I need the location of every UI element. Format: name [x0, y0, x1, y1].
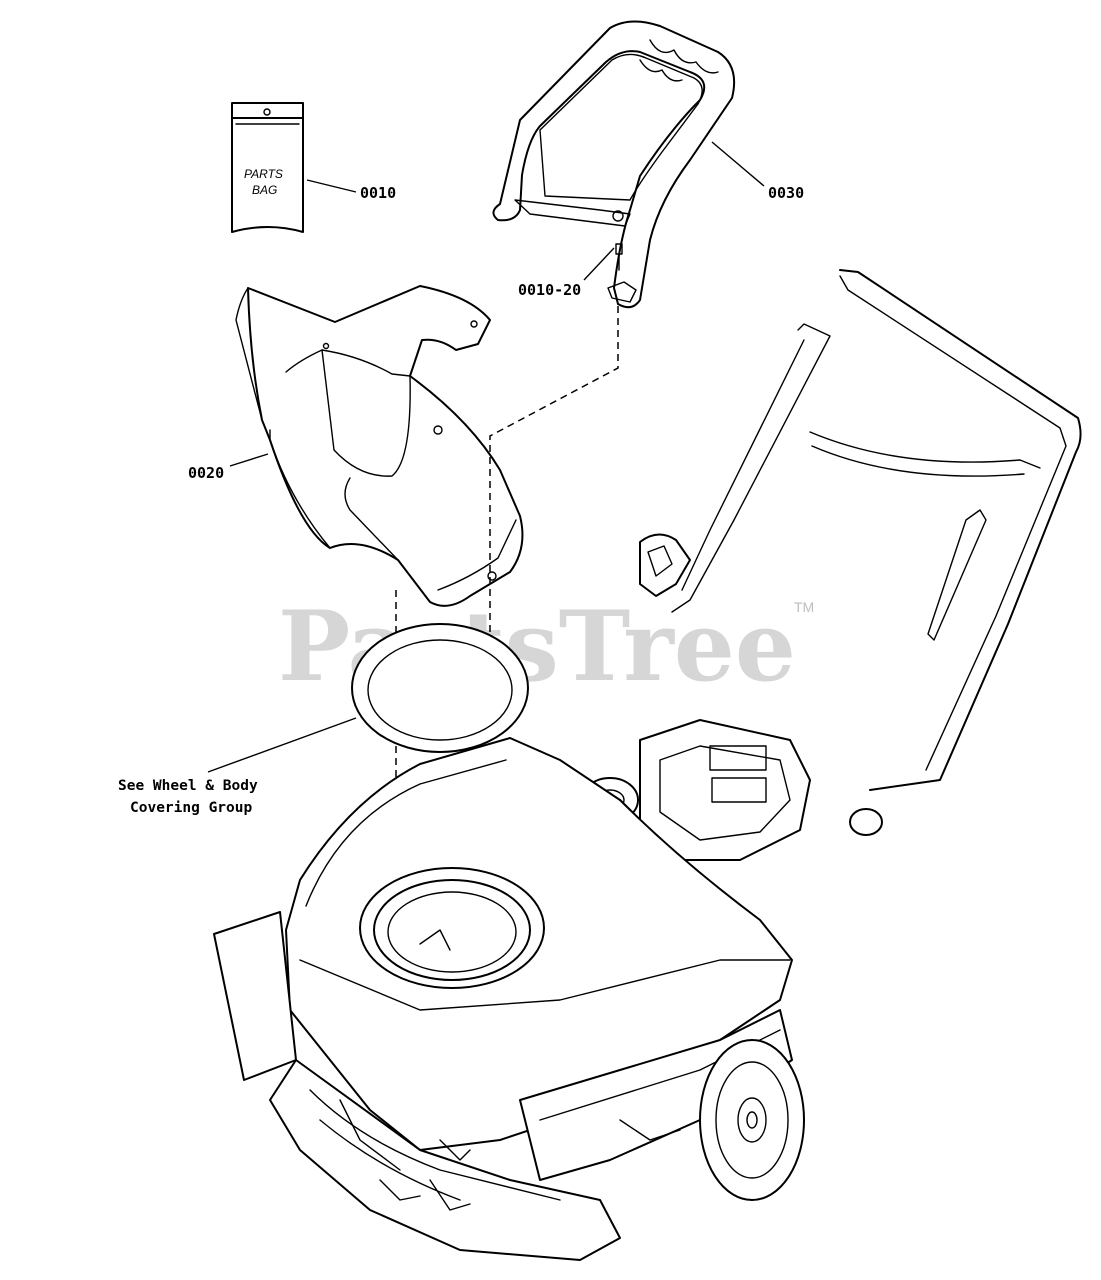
note-line1: See Wheel & Body	[118, 778, 258, 794]
callout-0010-20[interactable]: 0010-20	[518, 281, 581, 299]
parts-bag-illustration: PARTS BAG	[231, 102, 304, 233]
callout-0010[interactable]: 0010	[360, 184, 396, 202]
watermark-trademark: TM	[794, 599, 814, 615]
callout-0030[interactable]: 0030	[768, 184, 804, 202]
leader-line-0030	[711, 141, 765, 187]
snowblower-body-illustration	[213, 269, 1082, 1261]
chute-deflector-illustration	[235, 285, 524, 607]
chute-handle-illustration	[492, 20, 736, 309]
chute-ring-illustration	[351, 623, 529, 753]
parts-bag-label-line2: BAG	[252, 183, 277, 197]
callout-0020[interactable]: 0020	[188, 464, 224, 482]
leader-line-note	[207, 717, 357, 773]
parts-bag-label-line1: PARTS	[244, 167, 283, 181]
leader-line-0010-20	[583, 247, 615, 281]
note-line2: Covering Group	[130, 800, 252, 816]
leader-line-0010	[306, 179, 357, 193]
leader-line-0020	[229, 453, 269, 467]
